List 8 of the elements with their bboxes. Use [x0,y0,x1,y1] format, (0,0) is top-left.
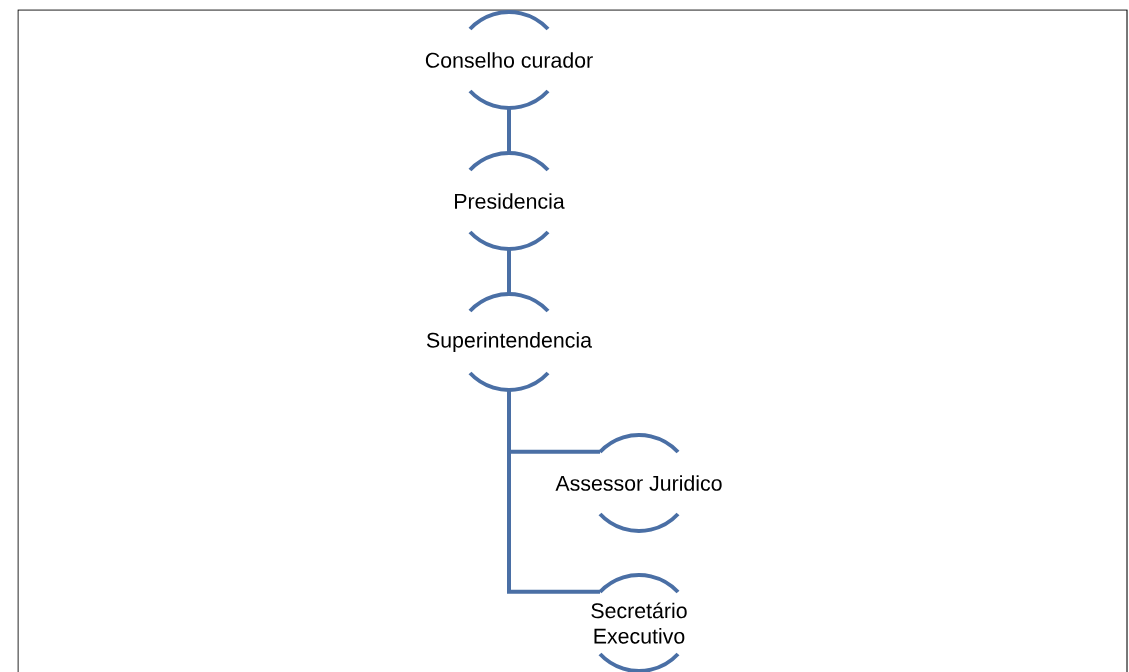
bracket-node: Secretário Executivo [591,573,687,672]
bracket-node: Conselho curador [425,10,593,110]
connector-line [507,108,511,153]
bracket-node: Assessor Juridico [555,433,722,533]
connector-line [507,249,511,294]
bracket-node: Presidencia [455,151,565,251]
bracket-node: Superintendencia [426,292,592,392]
connector-line [507,390,600,594]
